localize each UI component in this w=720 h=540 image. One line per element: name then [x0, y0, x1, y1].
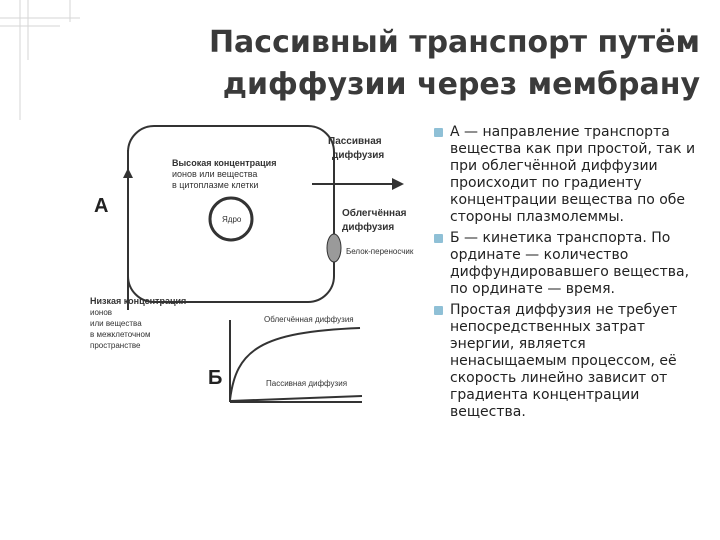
passive-diffusion-arrowhead	[392, 178, 404, 190]
passive-diffusion-label-2: диффузия	[332, 149, 384, 161]
facilitated-diffusion-label-1: Облегчённая	[342, 207, 407, 219]
bullet-item: Простая диффузия не требует непосредстве…	[432, 302, 704, 421]
label-a: А	[94, 195, 108, 217]
corner-decoration	[0, 0, 80, 120]
bullet-text: Простая диффузия не требует непосредстве…	[450, 302, 678, 420]
high-concentration-line-3: в цитоплазме клетки	[172, 180, 258, 190]
concentration-arrowhead	[123, 168, 133, 178]
low-concentration-line-2: ионов	[90, 308, 112, 317]
carrier-protein	[326, 233, 342, 263]
low-concentration-line-3: или вещества	[90, 319, 142, 328]
passive-diffusion-label-1: Пассивная	[328, 136, 382, 147]
title-line-1: Пассивный транспорт путём	[208, 25, 700, 60]
bullet-marker-icon	[434, 234, 443, 243]
bullet-text: А — направление транспорта вещества как …	[450, 124, 696, 225]
page-title: Пассивный транспорт путём диффузии через…	[190, 22, 700, 106]
passive-diffusion-line	[229, 395, 363, 402]
low-concentration-line-1: Низкая концентрация	[90, 296, 186, 306]
high-concentration-line-1: Высокая концентрация	[172, 158, 276, 168]
low-concentration-line-5: пространстве	[90, 341, 141, 350]
high-concentration-line-2: ионов или вещества	[172, 169, 257, 179]
nucleus	[208, 196, 254, 242]
nucleus-label: Ядро	[222, 215, 242, 224]
facilitated-diffusion-curve	[229, 327, 361, 401]
diffusion-diagram: А Высокая концентрация ионов или веществ…	[90, 125, 414, 403]
bullet-list: А — направление транспорта вещества как …	[432, 124, 704, 425]
graph-facilitated-label: Облегчённая диффузия	[264, 315, 354, 324]
graph-passive-label: Пассивная диффузия	[266, 379, 347, 388]
bullet-item: А — направление транспорта вещества как …	[432, 124, 704, 226]
bullet-item: Б — кинетика транспорта. По ординате — к…	[432, 230, 704, 298]
facilitated-diffusion-label-2: диффузия	[342, 221, 394, 233]
carrier-protein-label: Белок-переносчик	[346, 247, 414, 256]
bullet-text: Б — кинетика транспорта. По ординате — к…	[450, 230, 690, 297]
bullet-marker-icon	[434, 128, 443, 137]
title-line-2: диффузии через мембрану	[222, 67, 700, 102]
bullet-marker-icon	[434, 306, 443, 315]
low-concentration-line-4: в межклеточном	[90, 330, 151, 339]
label-b: Б	[208, 367, 222, 389]
